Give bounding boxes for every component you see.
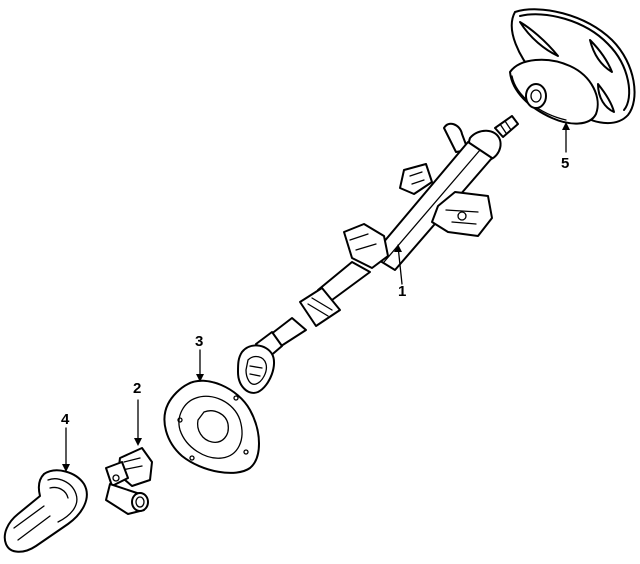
callout-4: 4 [61, 411, 70, 428]
callout-2: 2 [133, 380, 141, 397]
lower-dust-cover[interactable] [3, 469, 88, 553]
intermediate-shaft-joint[interactable] [105, 447, 153, 515]
callout-5: 5 [561, 155, 569, 172]
leader-arrow-4 [62, 464, 70, 472]
steering-column[interactable] [255, 115, 519, 359]
callout-3: 3 [195, 333, 203, 350]
leader-arrow-2 [134, 438, 142, 446]
callout-1: 1 [398, 283, 406, 300]
column-boot-seal[interactable] [163, 344, 276, 474]
steering-wheel[interactable] [509, 8, 636, 125]
leader-arrow-1 [394, 244, 402, 252]
leader-arrow-3 [196, 374, 204, 382]
leader-arrow-5 [562, 122, 570, 130]
leader-line-1 [397, 245, 403, 285]
